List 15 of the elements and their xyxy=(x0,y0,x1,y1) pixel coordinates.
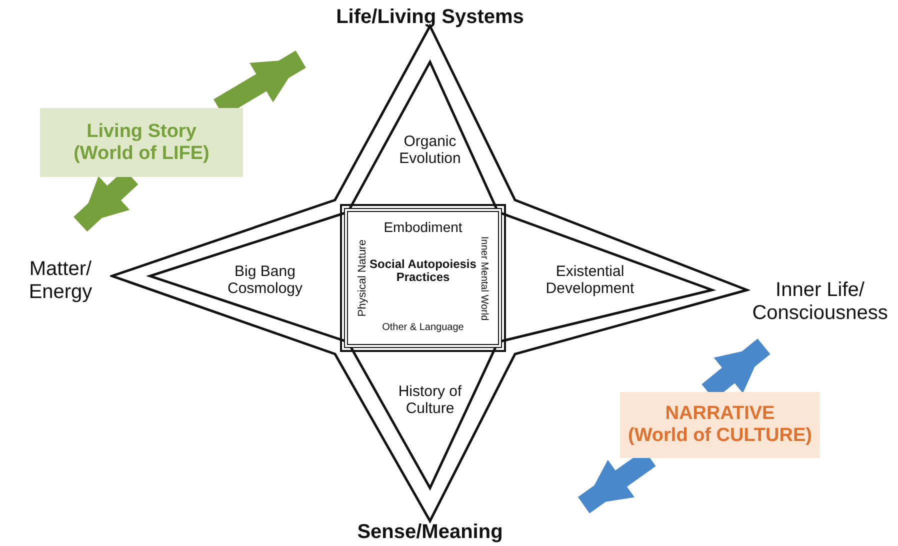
axis-label: Sense/Meaning xyxy=(330,518,530,546)
center-label: Social Autopoiesis Practices xyxy=(368,258,478,284)
story-box: Living Story (World of LIFE) xyxy=(40,108,243,177)
story-box: NARRATIVE (World of CULTURE) xyxy=(620,392,820,458)
segment-label: History of Culture xyxy=(380,378,480,422)
axis-label: Life/Living Systems xyxy=(300,2,560,32)
axis-label: Inner Life/ Consciousness xyxy=(745,276,895,328)
axis-label: Matter/ Energy xyxy=(8,255,113,307)
side-label: Inner Mental World xyxy=(478,236,490,320)
segment-label: Organic Evolution xyxy=(380,128,480,172)
segment-label: Big Bang Cosmology xyxy=(205,258,325,302)
side-label: Physical Nature xyxy=(356,240,368,317)
side-label: Embodiment xyxy=(382,220,464,236)
segment-label: Existential Development xyxy=(525,258,655,302)
side-label: Other & Language xyxy=(381,322,465,333)
